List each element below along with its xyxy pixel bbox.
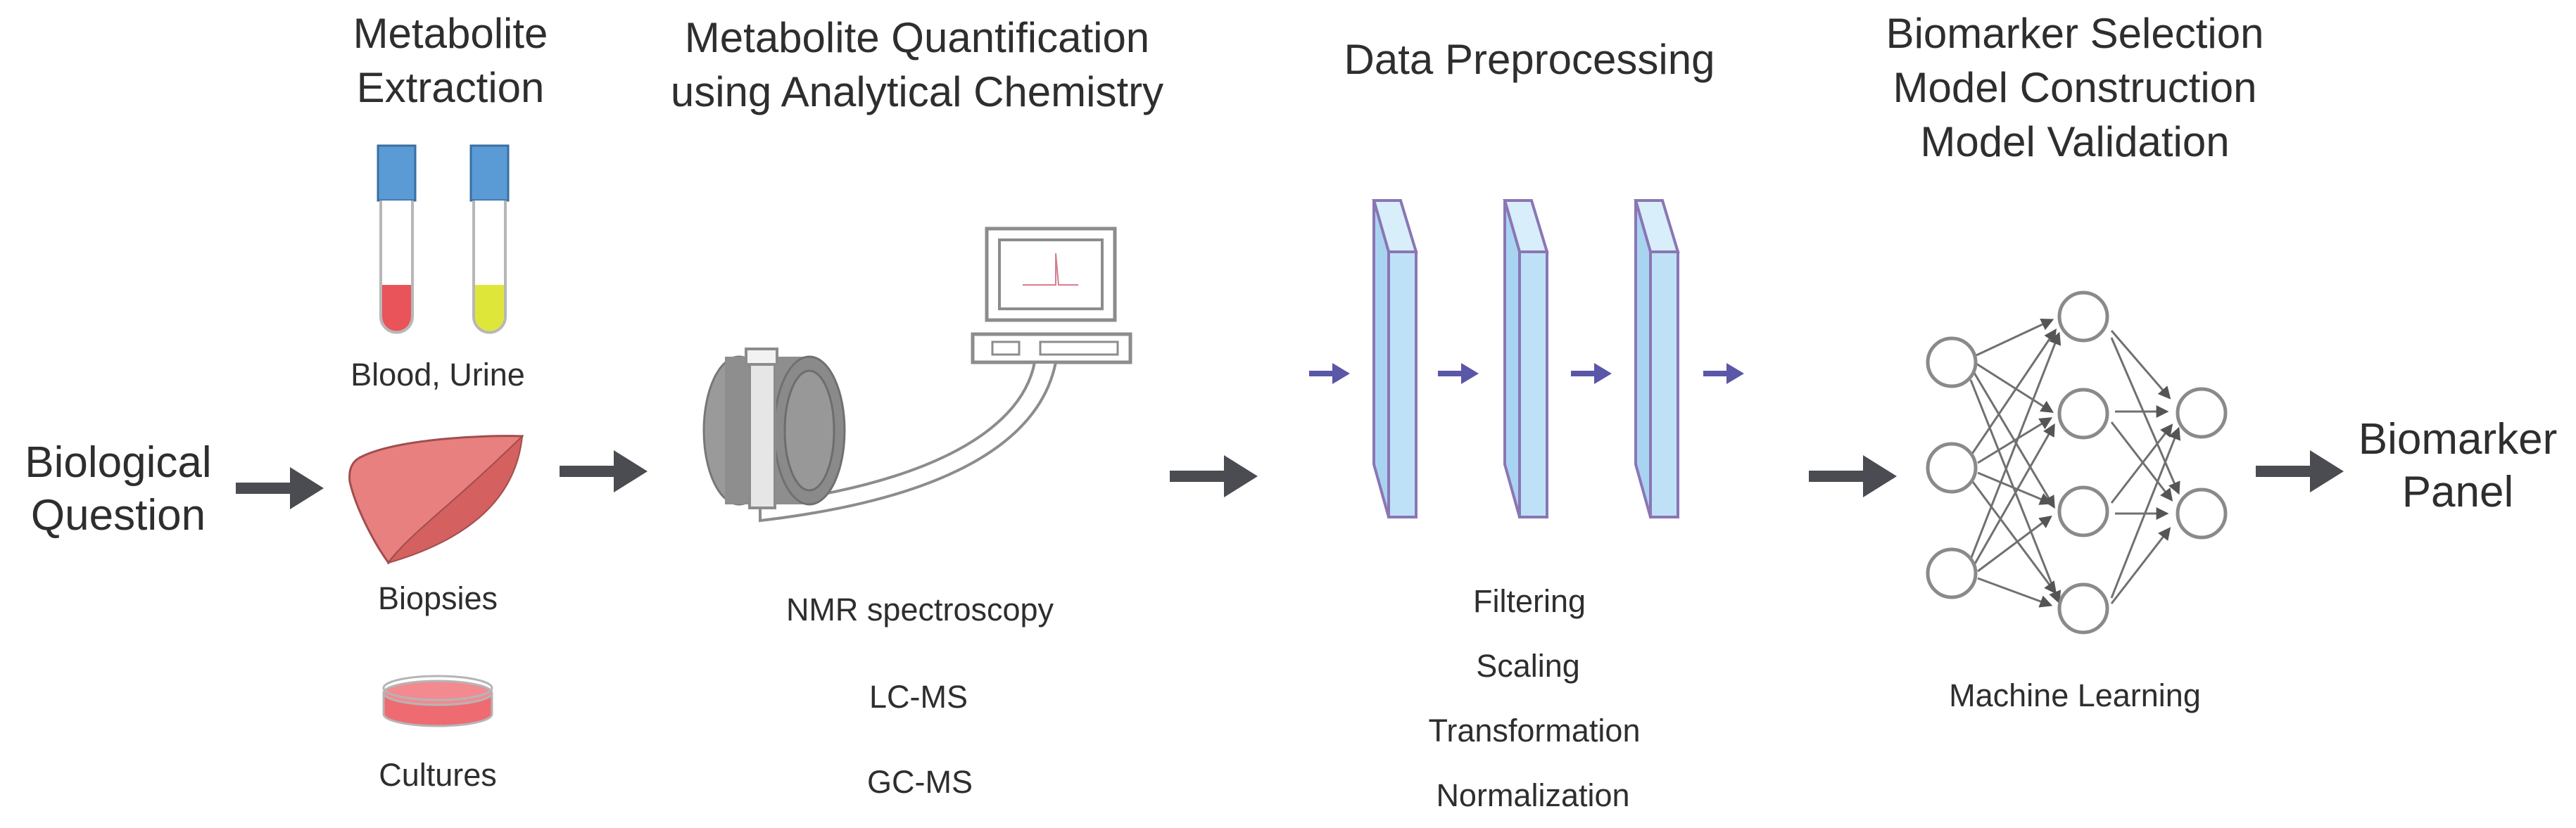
nn-hidden-node: [2057, 388, 2109, 440]
flow-arrow-4: [1809, 455, 1897, 497]
computer-icon: [971, 227, 1132, 364]
flow-arrow-3: [1170, 455, 1258, 497]
preprocessing-title: Data Preprocessing: [1344, 36, 1715, 83]
end-label: Biomarker Panel: [2359, 415, 2558, 516]
small-arrow-4: [1703, 363, 1744, 384]
flow-arrow-1: [236, 467, 324, 509]
nn-input-node: [1926, 547, 1978, 599]
layer-icon: [1634, 199, 1680, 518]
petri-dish-icon: [382, 675, 493, 727]
preprocessing-stage: Data Preprocessing Filtering Scaling Tra…: [1309, 36, 1744, 813]
small-arrow-1: [1309, 363, 1350, 384]
method-gc-ms: GC-MS: [867, 764, 973, 800]
flow-arrow-2: [560, 450, 648, 492]
quantification-title-line-1: Metabolite Quantification: [685, 14, 1149, 61]
method-nmr: NMR spectroscopy: [786, 592, 1054, 628]
step-filtering: Filtering: [1473, 583, 1586, 619]
end-line-1: Biomarker: [2359, 415, 2558, 464]
step-transformation: Transformation: [1429, 713, 1641, 749]
sample-blood-urine-label: Blood, Urine: [351, 357, 525, 393]
flow-arrow-5: [2256, 450, 2344, 492]
nn-nodes: [1926, 291, 2228, 635]
nn-hidden-node: [2057, 485, 2109, 537]
method-lc-ms: LC-MS: [869, 679, 968, 715]
nn-input-node: [1926, 336, 1978, 388]
start-line-2: Question: [31, 491, 206, 540]
extraction-title-line-2: Extraction: [357, 64, 545, 111]
nn-hidden-node: [2057, 582, 2109, 635]
nn-output-node: [2176, 387, 2228, 439]
quantification-stage: Metabolite Quantification using Analytic…: [671, 14, 1163, 800]
instrument-cable: [759, 361, 1058, 523]
extraction-title-line-1: Metabolite: [353, 10, 548, 57]
start-line-1: Biological: [25, 438, 211, 487]
sample-cultures-label: Cultures: [379, 757, 497, 793]
small-arrow-3: [1571, 363, 1612, 384]
nmr-magnet-icon: [702, 348, 846, 509]
machine-learning-label: Machine Learning: [1949, 677, 2201, 713]
nn-output-node: [2176, 488, 2228, 540]
quantification-title-line-2: using Analytical Chemistry: [671, 68, 1163, 115]
nn-input-node: [1926, 442, 1978, 494]
small-arrow-2: [1438, 363, 1479, 384]
start-label: Biological Question: [25, 438, 211, 540]
nn-hidden-node: [2057, 291, 2109, 343]
layer-icon: [1372, 199, 1418, 518]
modeling-title-line-3: Model Validation: [1920, 118, 2229, 165]
end-line-2: Panel: [2402, 468, 2514, 516]
modeling-title-line-1: Biomarker Selection: [1886, 10, 2264, 57]
neural-network-icon: [1926, 291, 2228, 635]
layer-icon: [1503, 199, 1549, 518]
sample-biopsies-label: Biopsies: [378, 580, 498, 616]
modeling-stage: Biomarker Selection Model Construction M…: [1886, 10, 2264, 713]
step-scaling: Scaling: [1476, 648, 1580, 684]
nn-edges: [1969, 318, 2181, 608]
test-tube-icon: [469, 144, 510, 334]
test-tube-icon: [377, 144, 417, 334]
extraction-stage: Metabolite Extraction Blood, Urine Biops…: [348, 10, 548, 793]
flow-arrows: [236, 450, 2344, 509]
modeling-title-line-2: Model Construction: [1893, 64, 2257, 111]
small-arrows: [1309, 363, 1744, 384]
step-normalization: Normalization: [1436, 777, 1629, 813]
liver-icon: [348, 434, 524, 565]
